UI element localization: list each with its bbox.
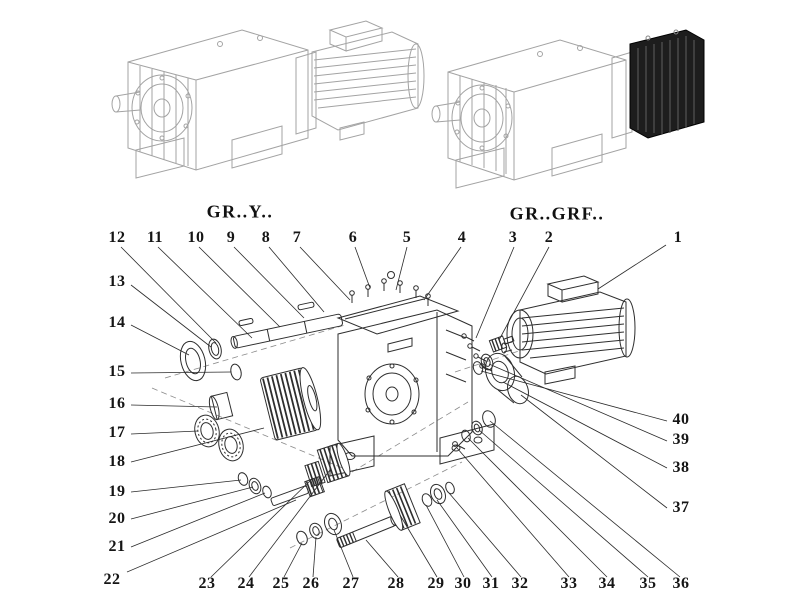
part-ring-34 bbox=[460, 429, 472, 443]
callout-40: 40 bbox=[672, 411, 690, 428]
part-input-shaft bbox=[230, 314, 343, 349]
part-spacer-bushing bbox=[207, 392, 232, 420]
variant-label-gr-y: GR..Y.. bbox=[206, 201, 274, 222]
callout-17: 17 bbox=[108, 424, 126, 441]
exploded-view bbox=[177, 272, 635, 548]
callout-1: 1 bbox=[673, 229, 683, 246]
part-ring-26 bbox=[307, 521, 324, 540]
callout-25: 25 bbox=[272, 575, 290, 592]
callout-4: 4 bbox=[457, 229, 467, 246]
part-cover-bolts bbox=[350, 272, 431, 307]
part-washer-21 bbox=[261, 485, 273, 499]
callout-24: 24 bbox=[237, 575, 255, 592]
part-washer-19 bbox=[237, 471, 250, 486]
nameplate bbox=[388, 338, 412, 352]
callout-39: 39 bbox=[672, 431, 690, 448]
part-oil-seal bbox=[177, 339, 210, 384]
part-ball-bearing-a bbox=[191, 413, 222, 450]
callout-29: 29 bbox=[427, 575, 445, 592]
callout-28: 28 bbox=[387, 575, 405, 592]
callout-6: 6 bbox=[348, 229, 358, 246]
callout-38: 38 bbox=[672, 459, 690, 476]
callout-30: 30 bbox=[454, 575, 472, 592]
part-bearing-31 bbox=[428, 482, 448, 506]
part-studs bbox=[462, 334, 492, 371]
part-washer-30 bbox=[420, 492, 433, 507]
callout-31: 31 bbox=[482, 575, 500, 592]
part-gear-24 bbox=[317, 442, 352, 482]
callout-7: 7 bbox=[292, 229, 302, 246]
part-gear-small-23 bbox=[305, 461, 325, 486]
callout-13: 13 bbox=[108, 273, 126, 290]
callout-19: 19 bbox=[108, 483, 126, 500]
callout-14: 14 bbox=[108, 314, 126, 331]
callout-22: 22 bbox=[103, 571, 121, 588]
callout-2: 2 bbox=[544, 229, 554, 246]
callout-20: 20 bbox=[108, 510, 126, 527]
callout-3: 3 bbox=[508, 229, 518, 246]
callout-23: 23 bbox=[198, 575, 216, 592]
part-key-lower bbox=[239, 318, 254, 326]
leader-lines bbox=[121, 245, 680, 577]
callout-33: 33 bbox=[560, 575, 578, 592]
part-ring-32 bbox=[444, 481, 456, 495]
callout-18: 18 bbox=[108, 453, 126, 470]
callout-35: 35 bbox=[639, 575, 657, 592]
part-ring-36 bbox=[480, 409, 497, 429]
callout-26: 26 bbox=[302, 575, 320, 592]
callout-37: 37 bbox=[672, 499, 690, 516]
vent-plug bbox=[388, 272, 395, 279]
callout-16: 16 bbox=[108, 395, 126, 412]
part-ball-bearing-b bbox=[215, 427, 246, 464]
part-bolt-33 bbox=[453, 442, 465, 449]
part-key-upper bbox=[298, 302, 315, 310]
callout-21: 21 bbox=[108, 538, 126, 555]
part-bearing-27 bbox=[321, 511, 344, 537]
variant-label-gr-grf: GR..GRF.. bbox=[509, 203, 605, 224]
part-ring-35 bbox=[470, 420, 484, 437]
part-washer-20 bbox=[247, 477, 263, 496]
part-output-gear bbox=[382, 484, 420, 532]
construction-lines bbox=[152, 325, 522, 548]
callout-15: 15 bbox=[108, 363, 126, 380]
callout-11: 11 bbox=[146, 229, 164, 246]
part-motor bbox=[502, 276, 636, 384]
callout-10: 10 bbox=[187, 229, 205, 246]
callout-34: 34 bbox=[598, 575, 616, 592]
part-ring-25 bbox=[295, 530, 310, 547]
part-top-cover bbox=[338, 296, 458, 334]
callout-9: 9 bbox=[226, 229, 236, 246]
assembled-gearmotor-gr-grf bbox=[432, 30, 704, 188]
part-retaining-ring bbox=[207, 338, 223, 360]
callout-32: 32 bbox=[511, 575, 529, 592]
assembled-gearmotor-gr-y bbox=[112, 21, 424, 178]
callout-8: 8 bbox=[261, 229, 271, 246]
part-helical-gear-large bbox=[260, 366, 325, 440]
part-seal-40 bbox=[472, 360, 485, 375]
part-ring-15 bbox=[229, 363, 243, 381]
part-housing bbox=[330, 310, 494, 476]
callout-5: 5 bbox=[402, 229, 412, 246]
callout-36: 36 bbox=[672, 575, 690, 592]
part-bearing-39 bbox=[479, 353, 494, 372]
callout-12: 12 bbox=[108, 229, 126, 246]
part-pinion-shaft bbox=[269, 477, 324, 510]
callout-27: 27 bbox=[342, 575, 360, 592]
